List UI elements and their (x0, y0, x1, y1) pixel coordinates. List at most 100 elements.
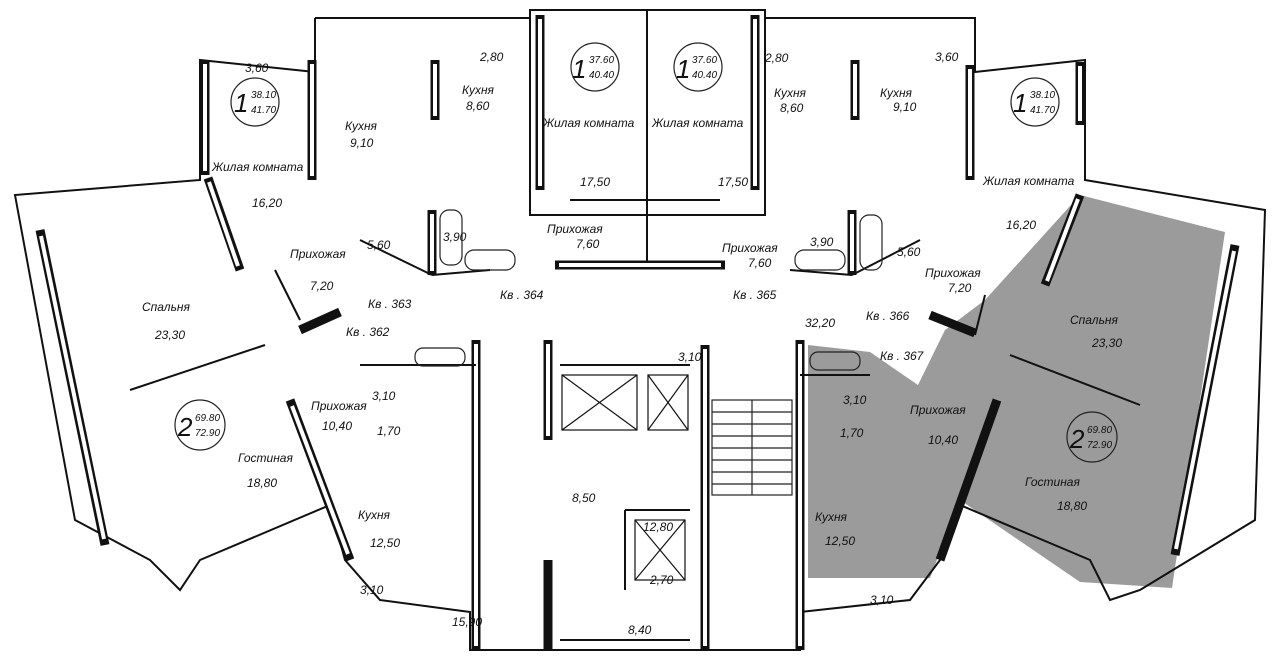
area-living: 38.10 (1030, 90, 1055, 101)
kitchen-area: 9,10 (893, 100, 917, 114)
rooms-count: 1 (234, 88, 248, 118)
living-room-area: 16,20 (252, 196, 282, 210)
stair-area: 12,80 (643, 520, 673, 534)
apartment-number: Кв . 366 (866, 309, 910, 323)
area-total: 72.90 (195, 428, 220, 439)
kitchen-area: 9,10 (350, 136, 374, 150)
corridor-area: 32,20 (805, 316, 835, 330)
bathroom-area: 5,60 (897, 245, 921, 259)
kitchen-label: Кухня (815, 510, 848, 524)
vestibule-area: 3,10 (678, 350, 702, 364)
apartment-badge (673, 42, 723, 92)
lounge-area: 18,80 (247, 476, 277, 490)
apartment-366[interactable]: 3,60 1 38.10 41.70 Кухня 9,10 Жилая комн… (866, 50, 1075, 323)
balcony-area: 2,80 (479, 50, 504, 64)
elevator-3 (634, 519, 686, 581)
bathroom-area: 3,90 (810, 235, 834, 249)
hall-label: Прихожая (547, 222, 603, 236)
balcony-area: 3,10 (870, 593, 894, 607)
balcony-area: 3,10 (360, 583, 384, 597)
area-living: 37.60 (692, 55, 717, 66)
bathroom-area: 3,90 (443, 230, 467, 244)
rooms-count: 2 (1069, 424, 1085, 454)
lobby-area: 8,40 (628, 623, 652, 637)
balcony-area: 3,60 (935, 50, 959, 64)
apartment-badge (570, 42, 620, 92)
apartment-number: Кв . 365 (733, 288, 777, 302)
living-room-label: Жилая комната (542, 116, 635, 130)
hall-area: 10,40 (928, 433, 958, 447)
bedroom-area: 23,30 (154, 328, 185, 342)
hall-area: 7,20 (948, 281, 972, 295)
apartment-363[interactable]: 3,60 1 38.10 41.70 Кухня 9,10 Жилая комн… (211, 61, 412, 311)
lounge-label: Гостиная (238, 451, 293, 465)
apartment-number: Кв . 363 (368, 297, 412, 311)
living-room-label: Жилая комната (651, 116, 744, 130)
kitchen-area: 8,60 (780, 101, 804, 115)
hall-label: Прихожая (925, 266, 981, 280)
apartment-362[interactable]: Спальня 23,30 Кв . 362 2 69.80 72.90 Гос… (142, 300, 401, 597)
staircase (711, 399, 793, 496)
area-living: 69.80 (1087, 425, 1112, 436)
bedroom-area: 23,30 (1091, 336, 1122, 350)
area-total: 41.70 (1030, 105, 1055, 116)
hall-label: Прихожая (311, 399, 367, 413)
hall-label: Прихожая (722, 241, 778, 255)
kitchen-area: 12,50 (825, 534, 855, 548)
elevator-2 (647, 374, 689, 431)
bathroom-area: 3,10 (843, 393, 867, 407)
lift-hall-area: 8,50 (572, 491, 596, 505)
hall-area: 7,20 (310, 279, 334, 293)
lounge-area: 18,80 (1057, 499, 1087, 513)
kitchen-area: 12,50 (370, 536, 400, 550)
bathtubs (414, 209, 883, 371)
area-total: 40.40 (589, 70, 614, 81)
kitchen-label: Кухня (358, 508, 391, 522)
elevator-1 (561, 374, 638, 431)
bathroom-area: 5,60 (367, 238, 391, 252)
kitchen-label: Кухня (462, 83, 495, 97)
rooms-count: 1 (1013, 88, 1027, 118)
rooms-count: 1 (676, 54, 690, 84)
kitchen-label: Кухня (880, 86, 913, 100)
living-room-label: Жилая комната (211, 160, 304, 174)
area-living: 69.80 (195, 413, 220, 424)
apartment-367-highlight[interactable] (808, 195, 1225, 588)
area-total: 41.70 (251, 105, 276, 116)
common-areas: 32,20 3,10 8,50 12,80 2,70 8,40 15,90 (452, 316, 835, 637)
hall-label: Прихожая (910, 403, 966, 417)
rooms-count: 2 (177, 412, 193, 442)
hall-label: Прихожая (290, 247, 346, 261)
apartment-364[interactable]: 2,80 1 37.60 40.40 Кухня 8,60 Жилая комн… (443, 42, 635, 302)
tambour-area: 2,70 (649, 573, 674, 587)
hall-area: 7,60 (748, 256, 772, 270)
apartment-365[interactable]: 2,80 1 37.60 40.40 Кухня 8,60 Жилая комн… (651, 42, 834, 302)
apartment-367[interactable]: Кв . 367 Спальня 23,30 2 69.80 72.90 Гос… (815, 313, 1122, 607)
area-total: 40.40 (692, 70, 717, 81)
hall-area: 10,40 (322, 419, 352, 433)
kitchen-label: Кухня (774, 86, 807, 100)
load-bearing-walls (35, 15, 1240, 650)
balcony-area: 3,60 (245, 61, 269, 75)
lounge-label: Гостиная (1025, 475, 1080, 489)
living-room-area: 16,20 (1006, 218, 1036, 232)
living-room-label: Жилая комната (982, 174, 1075, 188)
living-room-area: 17,50 (580, 175, 610, 189)
rooms-count: 1 (572, 54, 586, 84)
area-living: 37.60 (589, 55, 614, 66)
left-hall-area: 15,90 (452, 615, 482, 629)
apartment-badge (1066, 411, 1118, 463)
balcony-area: 2,80 (764, 51, 789, 65)
apartment-badge (174, 399, 226, 451)
kitchen-area: 8,60 (466, 99, 490, 113)
elevator-shafts (561, 374, 689, 581)
kitchen-label: Кухня (345, 119, 378, 133)
apartment-number: Кв . 367 (880, 349, 925, 363)
wc-area: 1,70 (377, 424, 401, 438)
apartment-number: Кв . 362 (346, 325, 390, 339)
wc-area: 1,70 (840, 426, 864, 440)
hall-area: 7,60 (576, 237, 600, 251)
apartment-number: Кв . 364 (500, 288, 544, 302)
living-room-area: 17,50 (718, 175, 748, 189)
